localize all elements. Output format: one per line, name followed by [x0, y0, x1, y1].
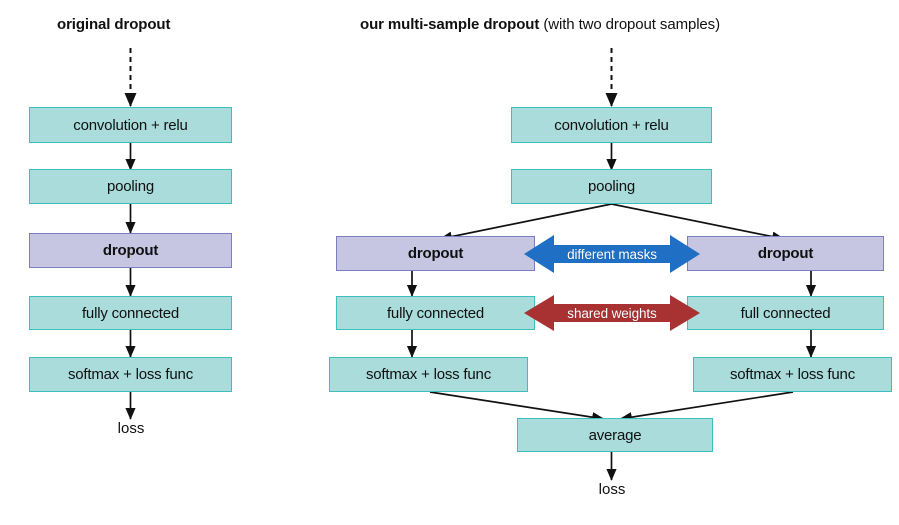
- double-arrow-red-icon: [524, 295, 700, 331]
- annotation-label: shared weights: [567, 305, 657, 321]
- right-panel-title: our multi-sample dropout (with two dropo…: [360, 16, 720, 33]
- node-label: softmax + loss func: [67, 366, 193, 383]
- node-softmax-branch-left: softmax + loss func: [329, 357, 528, 392]
- left-panel-title: original dropout: [57, 16, 171, 33]
- node-label: fully connected: [81, 304, 180, 322]
- node-pool-left: pooling: [29, 169, 232, 204]
- node-label: softmax + loss func: [729, 366, 855, 383]
- double-arrow-blue-icon: [524, 235, 700, 273]
- label-loss-left: loss: [117, 420, 145, 437]
- node-label: convolution + relu: [73, 116, 188, 134]
- node-label: dropout: [757, 245, 814, 262]
- right-panel-title-bold: our multi-sample dropout: [360, 16, 540, 33]
- node-pool-right: pooling: [511, 169, 712, 204]
- node-label: pooling: [107, 178, 154, 195]
- node-dropout-branch-right: dropout: [687, 236, 884, 271]
- annotation-label: different masks: [567, 246, 657, 262]
- node-label: pooling: [588, 178, 635, 195]
- node-fc-left: fully connected: [29, 296, 232, 330]
- node-softmax-branch-right: softmax + loss func: [693, 357, 892, 392]
- label-loss-right: loss: [598, 481, 626, 498]
- node-conv-right: convolution + relu: [511, 107, 712, 143]
- node-fc-branch-right: full connected: [687, 296, 884, 330]
- right-panel-title-rest: (with two dropout samples): [539, 16, 720, 33]
- node-softmax-left: softmax + loss func: [29, 357, 232, 392]
- node-label: dropout: [407, 245, 464, 262]
- node-average: average: [517, 418, 713, 452]
- node-label: fully connected: [386, 304, 485, 322]
- node-label: average: [588, 426, 642, 444]
- node-fc-branch-left: fully connected: [336, 296, 535, 330]
- node-label: dropout: [102, 242, 159, 259]
- node-label: full connected: [740, 304, 831, 322]
- annotation-different-masks: different masks: [524, 232, 700, 276]
- node-label: softmax + loss func: [365, 366, 491, 383]
- node-conv-left: convolution + relu: [29, 107, 232, 143]
- node-label: convolution + relu: [554, 116, 669, 134]
- node-dropout-left: dropout: [29, 233, 232, 268]
- node-dropout-branch-left: dropout: [336, 236, 535, 271]
- annotation-shared-weights: shared weights: [524, 292, 700, 334]
- merge-arrow-right-to-average: [619, 391, 794, 423]
- merge-arrow-left-to-average: [429, 391, 605, 423]
